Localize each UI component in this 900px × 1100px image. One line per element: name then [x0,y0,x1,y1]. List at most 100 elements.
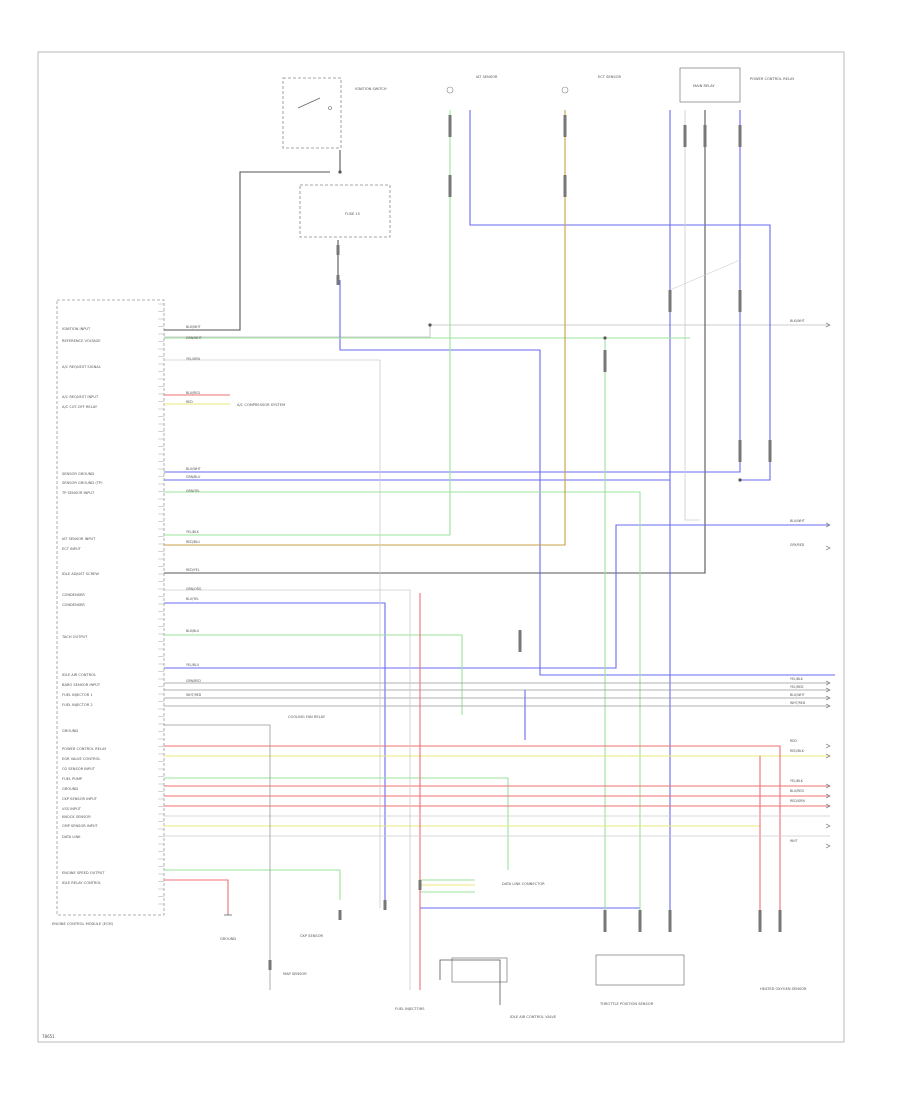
right-edge-label: YEL/BLK [790,677,804,681]
ecm-pin-label: IDLE ADJUST SCREW [62,572,99,576]
connector [336,275,340,285]
edge-arrow [825,793,831,799]
ecm-pin-label: IAT SENSOR INPUT [62,537,96,541]
wire-code-label: YEL/BLU [186,663,200,667]
ecm-pin-label: DATA LINK [62,835,81,839]
data-link-label: DATA LINK CONNECTOR [502,882,545,886]
throttle-sensor-label: THROTTLE POSITION SENSOR [599,1002,654,1006]
ecm-box [56,299,165,916]
connector [738,125,742,147]
wires [164,110,835,1005]
right-edge-label: GRY/RED [790,543,805,547]
connector [338,910,342,920]
wire [164,324,830,338]
edge-arrow [825,322,831,328]
throttle-sensor-box [595,954,685,986]
ecm-pin-label: A/C CUT-OFF RELAY [62,405,98,409]
ecm-pin-label: CMP SENSOR INPUT [62,824,98,828]
wire-code-label: GRN/BLU [186,475,201,479]
right-edge-labels: BLK/WHTBLU/WHTGRY/REDYEL/BLKYEL/REDBLU/W… [790,319,806,843]
connector [603,350,607,372]
right-edge-label: BLU/WHT [790,693,805,697]
connector [518,630,522,652]
wire [164,110,566,546]
ecm-pin-label: VSS INPUT [62,807,82,811]
wire [669,259,741,291]
ecm-pin-label: BARO SENSOR INPUT [62,683,101,687]
connector [768,440,772,462]
edge-arrow [825,743,831,749]
wire [164,589,411,990]
connector [563,175,567,197]
connector [418,880,422,890]
ecm-pin-label: CONDENSER [62,603,85,607]
ecm-pin-label: POWER CONTROL RELAY [62,747,107,751]
edge-arrow [825,753,831,759]
junction-dot [338,170,342,174]
edge-arrow [825,545,831,551]
connector [758,910,762,932]
ecm-pin-label: TP SENSOR INPUT [61,491,95,495]
connector [683,125,687,147]
wire [164,879,229,915]
wire [164,359,381,908]
ecm-pin-label: FUEL INJECTOR 2 [62,703,93,707]
edge-arrow [825,695,831,701]
junction-dot [603,336,607,340]
ckp-label: CKP SENSOR [300,934,324,938]
right-edge-label: BLU/WHT [790,519,805,523]
wire [164,634,463,715]
ecm-pin-label: GROUND [62,729,78,733]
wire-code-label: YEL/GRN [186,357,200,361]
ecm-pin-label: TACH OUTPUT [61,635,88,639]
ecm-pin-label: GROUND [62,787,78,791]
wire [164,777,509,870]
wire-code-label: BLU/WHT [186,467,201,471]
right-edge-label: RED/GRN [790,799,805,803]
right-edge-label: YEL/BLK [790,779,804,783]
connector [668,290,672,312]
wire-code-label: BLK/BLU [186,629,200,633]
ecm-pin-label: KNOCK SENSOR [62,815,91,819]
wire [164,869,341,900]
map-label: MAP SENSOR [283,972,307,976]
edge-arrow [825,680,831,686]
connector [336,245,340,255]
cooling-fan-label: COOLING FAN RELAY [288,715,326,719]
connector [738,440,742,462]
wire-code-label: BLU/YEL [186,597,199,601]
wire-code-label: WHT/RED [186,693,202,697]
injector-box [451,957,508,983]
edge-arrow [825,522,831,528]
ecm-pin-label: ENGINE SPEED OUTPUT [62,871,105,875]
diagram-code: 78651 [42,1034,55,1039]
ground-label: GROUND [220,937,236,941]
connector [738,290,742,312]
wire-code-label: GRN/RED [186,679,201,683]
right-edge-label: RED [790,739,797,743]
wire-code-label: GRN/ORG [186,587,202,591]
ecm-pin-label: A/C REQUEST SIGNAL [62,365,101,369]
edge-arrow [825,803,831,809]
connector [638,910,642,932]
ignition-switch-label: IGNITION SWITCH [355,87,387,91]
ecm-pin-label: FUEL INJECTOR 1 [62,693,93,697]
switch-contact [328,106,332,110]
wire-code-label: GRN/WHT [186,336,202,340]
fuse-block [299,184,391,238]
wire [164,524,830,669]
ecm-pin-label: EGR VALVE CONTROL [62,757,100,761]
ecm-pin-label: IDLE AIR CONTROL [62,673,96,677]
ecm-pin-label: REFERENCE VOLTAGE [62,339,101,343]
wire [469,110,771,481]
connector [268,960,272,970]
wire-code-label: BLU/RED [186,391,200,395]
connector [778,910,782,932]
wire [164,110,451,536]
sensor-pin [446,86,454,94]
sensor-2-label: ECT SENSOR [598,75,621,79]
wire-code-label: RED/YEL [186,568,200,572]
right-edge-label: WHT/RED [790,701,806,705]
edge-arrow [825,843,831,849]
